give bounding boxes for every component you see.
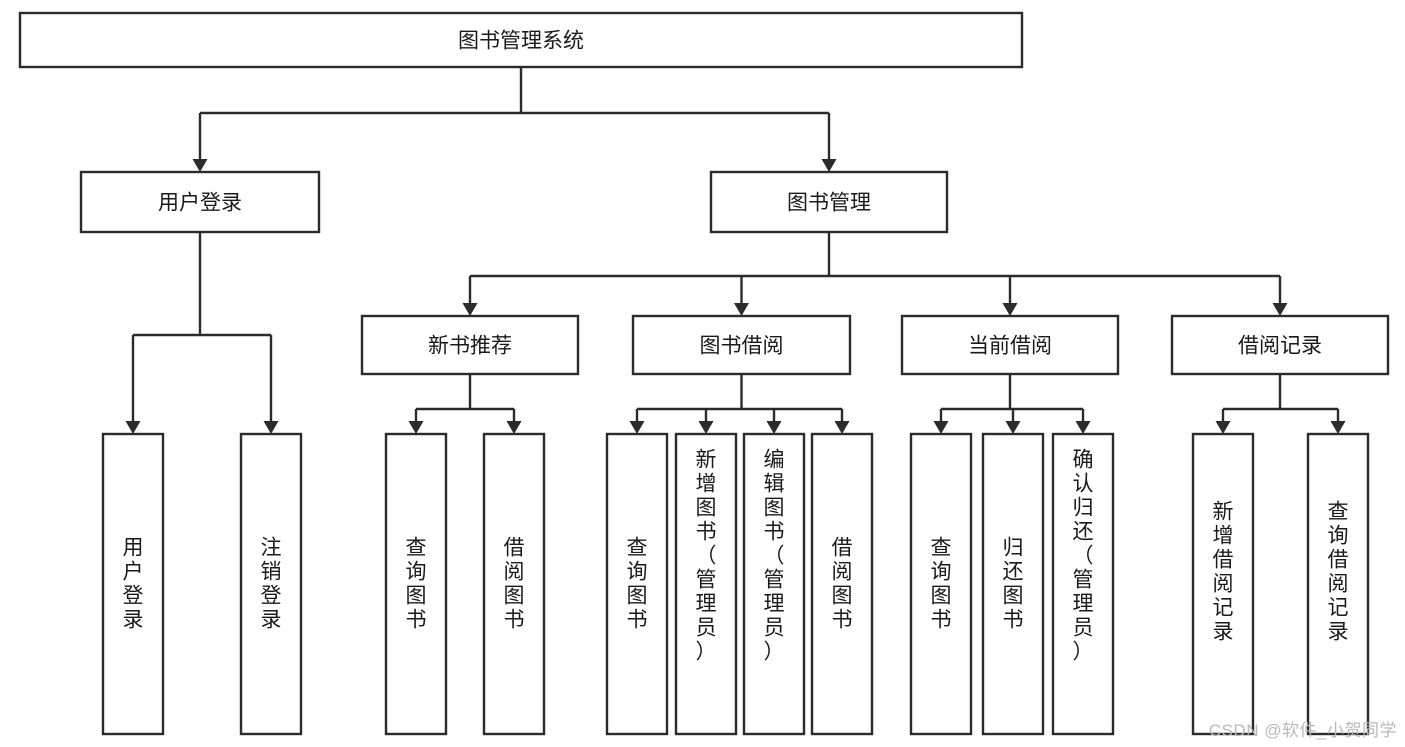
arrow-head-icon <box>834 421 850 434</box>
node-leaf-query-book-current[interactable]: 查询图书 <box>909 432 973 736</box>
node-label-book-borrow: 图书借阅 <box>700 335 784 358</box>
node-label-leaf-logout: 注销登录 <box>261 537 282 632</box>
arrow-head-icon <box>192 159 208 172</box>
node-leaf-edit-book-admin[interactable]: 编辑图书（管理员） <box>742 432 806 736</box>
node-box-new-book-recommend <box>360 314 580 376</box>
node-box-leaf-query-book-recommend <box>384 432 448 736</box>
node-layer: 图书管理系统用户登录图书管理新书推荐图书借阅当前借阅借阅记录用户登录注销登录查询… <box>18 11 1390 736</box>
arrow-head-icon <box>1272 303 1288 316</box>
node-borrow-record[interactable]: 借阅记录 <box>1170 314 1390 376</box>
node-leaf-add-borrow-record[interactable]: 新增借阅记录 <box>1191 432 1255 736</box>
node-box-leaf-logout <box>239 432 303 736</box>
node-label-leaf-query-borrow-record: 查询借阅记录 <box>1328 501 1349 644</box>
node-label-leaf-borrow-book-recommend: 借阅图书 <box>504 537 525 632</box>
arrow-head-icon <box>1075 421 1091 434</box>
node-box-book-management <box>709 170 949 234</box>
node-box-leaf-borrow-book <box>810 432 874 736</box>
node-label-leaf-user-login: 用户登录 <box>123 537 144 632</box>
arrow-head-icon <box>506 421 522 434</box>
node-label-current-borrow: 当前借阅 <box>968 335 1052 358</box>
node-label-leaf-add-book-admin: 新增图书（管理员） <box>696 449 717 664</box>
node-leaf-confirm-return-admin[interactable]: 确认归还（管理员） <box>1051 432 1115 736</box>
node-label-new-book-recommend: 新书推荐 <box>428 335 512 358</box>
node-box-leaf-add-book-admin <box>674 432 738 736</box>
node-label-user-login: 用户登录 <box>158 192 242 215</box>
node-label-leaf-borrow-book: 借阅图书 <box>832 537 853 632</box>
node-box-leaf-query-borrow-record <box>1306 432 1370 736</box>
node-user-login[interactable]: 用户登录 <box>79 170 321 234</box>
node-box-leaf-borrow-book-recommend <box>482 432 546 736</box>
node-leaf-add-book-admin[interactable]: 新增图书（管理员） <box>674 432 738 736</box>
node-leaf-logout[interactable]: 注销登录 <box>239 432 303 736</box>
node-box-leaf-edit-book-admin <box>742 432 806 736</box>
arrow-head-icon <box>263 421 279 434</box>
node-leaf-user-login[interactable]: 用户登录 <box>101 432 165 736</box>
node-box-leaf-return-book <box>981 432 1045 736</box>
node-box-leaf-add-borrow-record <box>1191 432 1255 736</box>
node-label-root: 图书管理系统 <box>458 30 584 53</box>
node-label-leaf-query-book-current: 查询图书 <box>931 537 952 632</box>
arrow-head-icon <box>698 421 714 434</box>
node-box-current-borrow <box>900 314 1120 376</box>
arrow-head-icon <box>1002 303 1018 316</box>
node-leaf-query-book-recommend[interactable]: 查询图书 <box>384 432 448 736</box>
arrow-head-icon <box>1005 421 1021 434</box>
arrow-head-icon <box>125 421 141 434</box>
node-box-leaf-query-book-borrow <box>605 432 669 736</box>
arrow-head-icon <box>1330 421 1346 434</box>
arrow-head-icon <box>821 159 837 172</box>
node-box-leaf-query-book-current <box>909 432 973 736</box>
node-leaf-borrow-book-recommend[interactable]: 借阅图书 <box>482 432 546 736</box>
node-leaf-return-book[interactable]: 归还图书 <box>981 432 1045 736</box>
node-root[interactable]: 图书管理系统 <box>18 11 1024 69</box>
node-box-leaf-user-login <box>101 432 165 736</box>
arrow-head-icon <box>734 303 749 316</box>
node-leaf-query-book-borrow[interactable]: 查询图书 <box>605 432 669 736</box>
node-label-leaf-edit-book-admin: 编辑图书（管理员） <box>764 449 785 664</box>
node-label-leaf-query-book-borrow: 查询图书 <box>627 537 648 632</box>
arrow-head-icon <box>1215 421 1231 434</box>
arrow-head-icon <box>766 421 782 434</box>
node-box-user-login <box>79 170 321 234</box>
node-label-borrow-record: 借阅记录 <box>1238 335 1322 358</box>
node-new-book-recommend[interactable]: 新书推荐 <box>360 314 580 376</box>
node-box-borrow-record <box>1170 314 1390 376</box>
node-box-root <box>18 11 1024 69</box>
node-box-leaf-confirm-return-admin <box>1051 432 1115 736</box>
node-label-leaf-query-book-recommend: 查询图书 <box>406 537 427 632</box>
node-label-leaf-add-borrow-record: 新增借阅记录 <box>1213 501 1234 644</box>
arrow-head-icon <box>629 421 645 434</box>
arrow-head-icon <box>408 421 424 434</box>
node-leaf-borrow-book[interactable]: 借阅图书 <box>810 432 874 736</box>
node-label-leaf-return-book: 归还图书 <box>1003 537 1024 632</box>
node-book-management[interactable]: 图书管理 <box>709 170 949 234</box>
connector-layer <box>125 67 1346 434</box>
node-book-borrow[interactable]: 图书借阅 <box>631 314 852 376</box>
node-current-borrow[interactable]: 当前借阅 <box>900 314 1120 376</box>
arrow-head-icon <box>933 421 949 434</box>
node-leaf-query-borrow-record[interactable]: 查询借阅记录 <box>1306 432 1370 736</box>
node-label-book-management: 图书管理 <box>787 192 871 215</box>
arrow-head-icon <box>462 303 478 316</box>
node-box-book-borrow <box>631 314 852 376</box>
node-label-leaf-confirm-return-admin: 确认归还（管理员） <box>1073 449 1094 664</box>
